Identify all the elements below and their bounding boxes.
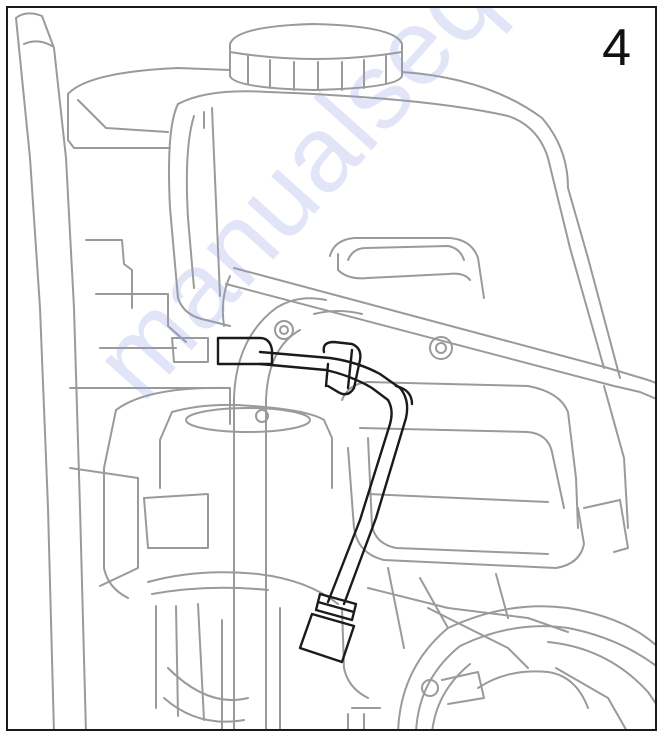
fuel-hose <box>216 336 414 606</box>
engine-bracket <box>69 239 229 587</box>
engine-hose-illustration <box>15 12 655 729</box>
pump-wheel <box>347 605 655 729</box>
hose-clip <box>322 340 362 396</box>
engine-block <box>147 567 569 729</box>
fuel-cap <box>229 23 403 91</box>
muffler <box>341 381 629 569</box>
frame-bolts <box>274 320 453 360</box>
tank-handle <box>329 237 485 299</box>
hose-connector <box>298 592 358 664</box>
frame-tube <box>233 297 363 729</box>
frame-bar <box>221 267 655 400</box>
step-number: 4 <box>602 19 631 77</box>
fuel-tank <box>67 67 621 379</box>
left-handle-bar <box>15 12 87 729</box>
recoil-housing <box>103 386 333 599</box>
illustration-frame: manualsequipment.com 4 <box>6 6 657 731</box>
